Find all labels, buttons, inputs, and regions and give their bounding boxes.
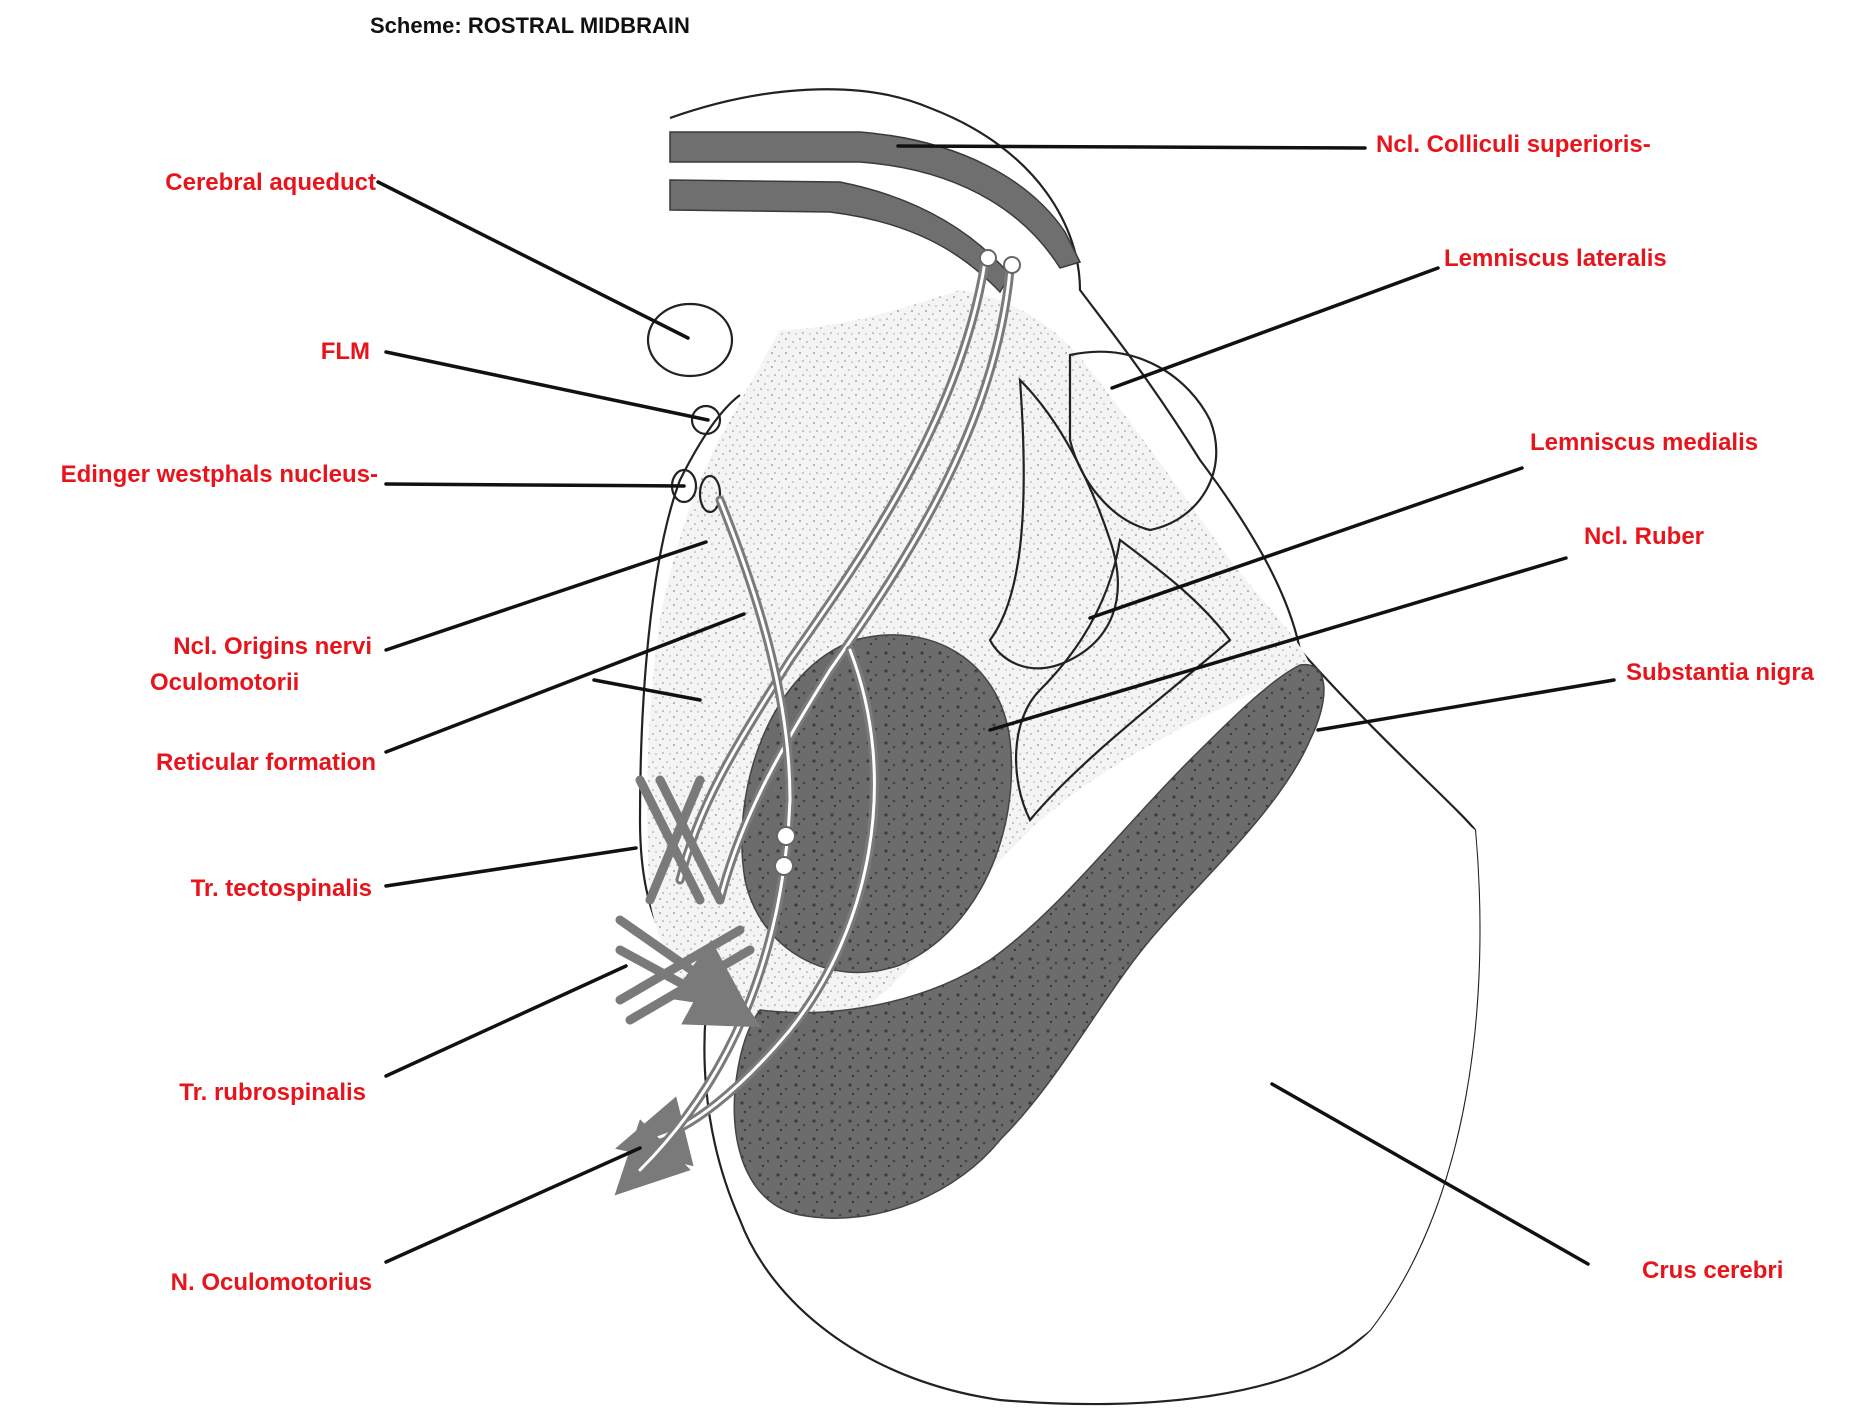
label-lemniscus-lateralis: Lemniscus lateralis bbox=[1444, 245, 1667, 272]
tract-tectospinal-2-core bbox=[718, 268, 1012, 902]
midbrain-section bbox=[614, 88, 1481, 1406]
leader-colliculi bbox=[896, 144, 1367, 150]
label-edinger-westphals-nucleus: Edinger westphals nucleus- bbox=[61, 461, 378, 488]
leader-ncl-origins bbox=[384, 540, 708, 652]
medial-lemniscus-lower bbox=[1014, 538, 1232, 822]
label-ncl-ruber: Ncl. Ruber bbox=[1584, 523, 1704, 550]
lemniscus-medialis-shape bbox=[988, 377, 1119, 670]
label-flm: FLM bbox=[321, 338, 370, 365]
label-tr-tectospinalis: Tr. tectospinalis bbox=[191, 875, 372, 902]
decussation-fibres bbox=[615, 775, 762, 1028]
label-reticular-formation: Reticular formation bbox=[156, 749, 376, 776]
crus-cerebri-shape bbox=[790, 700, 1480, 1394]
label-crus-cerebri: Crus cerebri bbox=[1642, 1257, 1783, 1284]
tectal-bulb-2 bbox=[1003, 256, 1021, 274]
leader-crus-cerebri bbox=[1270, 1082, 1590, 1266]
rubrospinal-bulb-2 bbox=[774, 856, 794, 876]
aqueduct-shape bbox=[646, 302, 734, 378]
tract-rubrospinal-core bbox=[648, 648, 876, 1142]
tract-oculomotor-nerve-core bbox=[638, 498, 792, 1172]
substantia-nigra-shape bbox=[733, 663, 1325, 1219]
label-ncl-origins-nervi-line1: Ncl. Origins nervi bbox=[173, 633, 372, 660]
leader-rubrospinalis bbox=[384, 964, 628, 1078]
leader-flm bbox=[384, 350, 710, 422]
label-ncl-origins-nervi-line2: Oculomotorii bbox=[150, 669, 299, 696]
lemniscus-lateralis-shape bbox=[1068, 350, 1218, 532]
tract-tectospinal-core bbox=[678, 260, 987, 882]
tectal-bulb-1 bbox=[979, 249, 997, 267]
leader-lemniscus-lateralis bbox=[1110, 266, 1440, 390]
labels: Ncl. Colliculi superioris- Cerebral aque… bbox=[61, 131, 1815, 1296]
label-lemniscus-medialis: Lemniscus medialis bbox=[1530, 429, 1758, 456]
leader-aqueduct bbox=[376, 180, 690, 340]
leader-reticular-formation bbox=[384, 612, 746, 754]
diagram-title: Scheme: ROSTRAL MIDBRAIN bbox=[370, 13, 690, 38]
ocm-nucleus-shape bbox=[698, 474, 722, 514]
leader-substantia-nigra bbox=[1316, 678, 1616, 732]
leader-lines bbox=[376, 144, 1616, 1266]
label-ncl-colliculi-superioris: Ncl. Colliculi superioris- bbox=[1376, 131, 1651, 158]
label-n-oculomotorius: N. Oculomotorius bbox=[171, 1269, 372, 1296]
rubrospinal-bulb-1 bbox=[776, 826, 796, 846]
leader-lemniscus-medialis bbox=[1088, 466, 1524, 620]
leader-ncl-ruber bbox=[988, 556, 1568, 732]
leader-edinger-westphal bbox=[384, 482, 686, 488]
outer-contour bbox=[638, 88, 1481, 1406]
label-substantia-nigra: Substantia nigra bbox=[1626, 659, 1815, 686]
leader-tectospinalis bbox=[384, 846, 638, 888]
flm-shape bbox=[690, 404, 722, 436]
label-tr-rubrospinalis: Tr. rubrospinalis bbox=[179, 1079, 366, 1106]
label-cerebral-aqueduct: Cerebral aqueduct bbox=[165, 169, 376, 196]
tectum-band-2 bbox=[669, 179, 1011, 294]
leader-reticular-short bbox=[592, 678, 702, 702]
leader-oculomotorius bbox=[384, 1146, 642, 1264]
